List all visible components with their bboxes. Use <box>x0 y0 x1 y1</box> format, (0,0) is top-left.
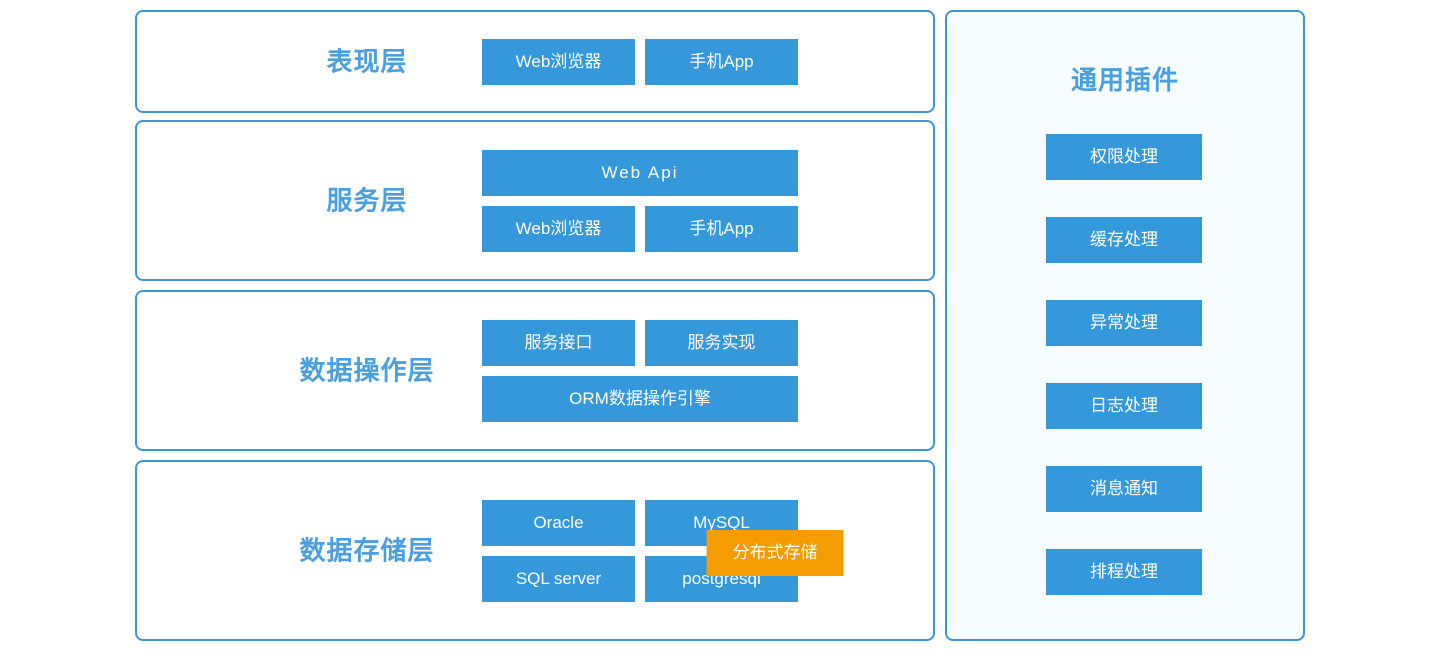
component-box[interactable]: Web Api <box>482 149 798 196</box>
component-box[interactable]: Web浏览器 <box>482 205 635 252</box>
layer-label: 服务层 <box>326 185 408 216</box>
component-box[interactable]: Oracle <box>482 499 635 546</box>
component-box[interactable]: 服务实现 <box>645 319 798 366</box>
component-box[interactable]: 服务接口 <box>482 319 635 366</box>
layer-panel: 数据操作层 服务接口服务实现 ORM数据操作引擎 <box>135 290 935 451</box>
layer-box-group: Web浏览器手机App <box>482 38 798 85</box>
layer-box-row: Web浏览器手机App <box>482 38 798 85</box>
plugin-item[interactable]: 消息通知 <box>1046 466 1202 512</box>
component-box[interactable]: ORM数据操作引擎 <box>482 375 798 422</box>
component-box[interactable]: SQL server <box>482 555 635 602</box>
plugin-item[interactable]: 异常处理 <box>1046 300 1202 346</box>
layer-box-row: ORM数据操作引擎 <box>482 375 798 422</box>
layer-box-row: Web Api <box>482 149 798 196</box>
layer-panel: 表现层 Web浏览器手机App <box>135 10 935 113</box>
plugin-item[interactable]: 排程处理 <box>1046 549 1202 595</box>
component-box[interactable]: Web浏览器 <box>482 38 635 85</box>
component-box[interactable]: 手机App <box>645 205 798 252</box>
plugin-item[interactable]: 权限处理 <box>1046 134 1202 180</box>
distributed-storage-highlight[interactable]: 分布式存储 <box>706 529 844 576</box>
plugin-item[interactable]: 缓存处理 <box>1046 217 1202 263</box>
component-box[interactable]: 手机App <box>645 38 798 85</box>
layer-box-row: 服务接口服务实现 <box>482 319 798 366</box>
layer-label: 数据操作层 <box>299 355 435 386</box>
layer-box-row: Web浏览器手机App <box>482 205 798 252</box>
plugin-list: 权限处理缓存处理异常处理日志处理消息通知排程处理 <box>1046 134 1202 595</box>
layer-box-group: 服务接口服务实现 ORM数据操作引擎 <box>482 319 798 422</box>
layer-label: 数据存储层 <box>299 535 435 566</box>
plugin-panel: 通用插件 权限处理缓存处理异常处理日志处理消息通知排程处理 <box>945 10 1305 641</box>
plugin-panel-title: 通用插件 <box>1070 65 1179 95</box>
layer-label: 表现层 <box>326 46 408 77</box>
plugin-item[interactable]: 日志处理 <box>1046 383 1202 429</box>
